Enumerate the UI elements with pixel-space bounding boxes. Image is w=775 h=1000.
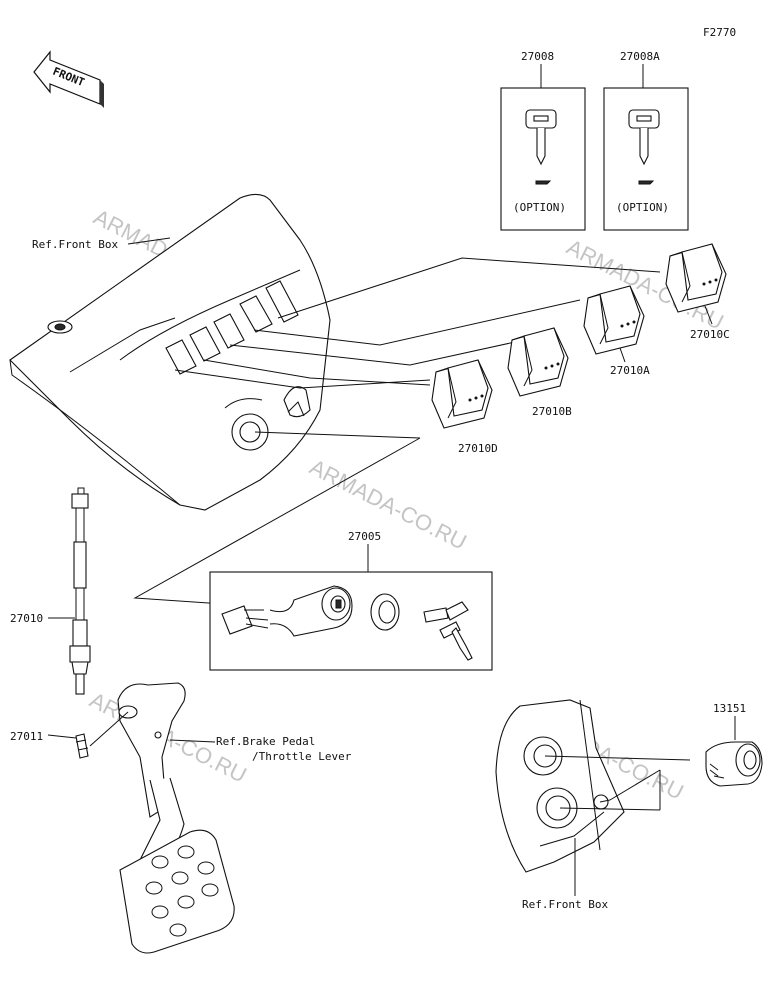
part-number: 27008A (620, 50, 660, 63)
rocker-switch-27010A: 27010A (583, 285, 650, 377)
ref-throttle-lever: /Throttle Lever (252, 750, 352, 763)
front-box-panel (9, 193, 331, 511)
rocker-switch-27010B: 27010B (507, 327, 572, 418)
part-number: 27010B (532, 405, 572, 418)
rocker-switch-27010D: 27010D (431, 359, 498, 455)
part-number: 27005 (348, 530, 381, 543)
ignition-switch-set: 27005 (209, 530, 493, 671)
ref-brake-pedal: Ref.Brake Pedal (216, 735, 315, 748)
brake-switch: 27010 (10, 487, 91, 695)
key-icon (423, 601, 473, 661)
option-note: (OPTION) (616, 201, 669, 214)
socket: 13151 (705, 702, 763, 787)
option-note: (OPTION) (513, 201, 566, 214)
key-icon (525, 109, 557, 166)
leader-lines (133, 257, 661, 606)
figure-code: F2770 (703, 26, 736, 39)
part-number: 27010A (610, 364, 650, 377)
front-arrow-icon: FRONT (33, 50, 104, 108)
brake-pedal (89, 682, 235, 954)
ref-front-box-bottom: Ref.Front Box (522, 898, 608, 911)
part-number: 27011 (10, 730, 43, 743)
clip: 27011 (10, 730, 89, 759)
part-number: 27010C (690, 328, 730, 341)
front-box-lower (495, 699, 691, 873)
ref-front-box-top: Ref.Front Box (32, 238, 118, 251)
part-number: 27010D (458, 442, 498, 455)
key-option-27008: 27008 (OPTION) (500, 50, 586, 231)
key-option-27008A: 27008A (OPTION) (603, 50, 689, 231)
part-number: 27008 (521, 50, 554, 63)
key-icon (628, 109, 660, 166)
watermark: ARMADA-CO.RU (306, 454, 471, 555)
part-number: 13151 (713, 702, 746, 715)
rocker-switch-27010C: 27010C (665, 243, 730, 341)
part-number: 27010 (10, 612, 43, 625)
